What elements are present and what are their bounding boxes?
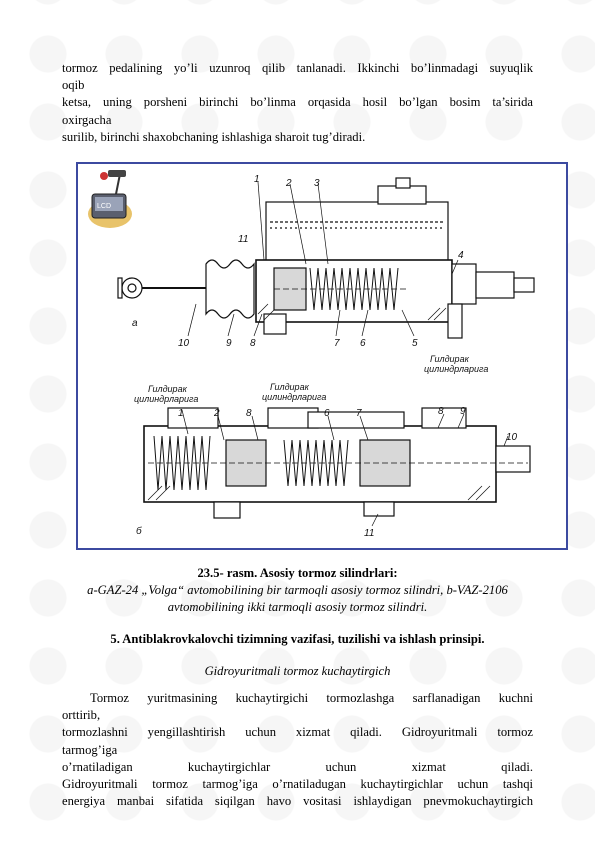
label-b-10: 10 — [506, 432, 518, 443]
label-a-7: 7 — [334, 338, 340, 349]
outlet-label-right-1: Гилдирак — [430, 354, 470, 364]
label-b-11: 11 — [364, 528, 374, 539]
label-b-8b: 8 — [438, 406, 444, 417]
label-a-8: 8 — [250, 338, 256, 349]
drawing-a — [117, 177, 535, 339]
label-a-2: 2 — [285, 178, 292, 189]
text-line: Gidroyuritmali tormoz tarmog’iga o’rnati… — [62, 777, 533, 792]
label-b-6: 6 — [324, 408, 330, 419]
label-variant-b: б — [136, 525, 142, 537]
text-line: ketsa, uning porsheni birinchi bo’linma … — [62, 95, 533, 110]
brake-cylinder-figure: LCD — [76, 162, 568, 550]
paragraph-1: tormoz pedalining yo’li uzunroq qilib ta… — [62, 60, 533, 146]
outlet-label-right-2: цилиндрларига — [424, 364, 488, 374]
label-b-9: 9 — [460, 406, 466, 417]
figure-caption-description: a-GAZ-24 „Volga“ avtomobilining bir tarm… — [62, 582, 533, 616]
outlet-label-left-2: цилиндрларига — [134, 394, 198, 404]
label-a-10: 10 — [178, 338, 190, 349]
label-b-7: 7 — [356, 408, 362, 419]
outlet-label-left-1: Гилдирак — [148, 384, 188, 394]
label-b-2: 2 — [213, 408, 220, 419]
label-a-9: 9 — [226, 338, 232, 349]
label-b-1: 1 — [178, 408, 184, 419]
section-heading: 5. Antiblakrovkalovchi tizimning vazifas… — [110, 632, 485, 646]
label-variant-a: a — [132, 318, 138, 329]
label-b-8: 8 — [246, 408, 252, 419]
text-line: oxirgacha — [62, 112, 112, 127]
badge-text: LCD — [97, 203, 111, 210]
text-line: tormozlashni yengillashtirish uchun xizm… — [62, 725, 533, 740]
text-line: oqib — [62, 78, 85, 93]
label-a-1: 1 — [254, 174, 260, 185]
label-a-11: 11 — [238, 234, 248, 245]
text-line: orttirib, — [62, 708, 101, 723]
text-line: surilib, birinchi shaxobchaning ishlashi… — [62, 129, 366, 144]
paragraph-2: Tormoz yuritmasining kuchaytirgichi torm… — [62, 690, 533, 810]
technical-drawing: LCD — [88, 170, 535, 539]
label-a-4: 4 — [458, 250, 464, 261]
outlet-label-mid-2: цилиндрларига — [262, 392, 326, 402]
section-subheading: Gidroyuritmali tormoz kuchaytirgich — [204, 664, 391, 678]
text-line: energiya manbai sifatida siqilgan havo v… — [62, 794, 533, 809]
label-a-3: 3 — [314, 178, 320, 189]
outlet-label-mid-1: Гилдирак — [270, 382, 310, 392]
caption-line: avtomobilining ikki tarmoqli asosiy torm… — [167, 600, 428, 614]
label-a-6: 6 — [360, 338, 366, 349]
text-line: tarmog’iga — [62, 742, 118, 757]
drawing-b — [143, 407, 531, 527]
text-line: Tormoz yuritmasining kuchaytirgichi torm… — [90, 691, 533, 705]
text-line: o’rnatiladigan kuchaytirgichlar uchun xi… — [62, 759, 533, 774]
text-line: tormoz pedalining yo’li uzunroq qilib ta… — [62, 61, 533, 75]
projector-icon: LCD — [88, 170, 132, 228]
label-a-5: 5 — [412, 338, 418, 349]
caption-line: a-GAZ-24 „Volga“ avtomobilining bir tarm… — [87, 583, 508, 597]
figure-caption-title: 23.5- rasm. Asosiy tormoz silindrlari: — [197, 566, 398, 580]
